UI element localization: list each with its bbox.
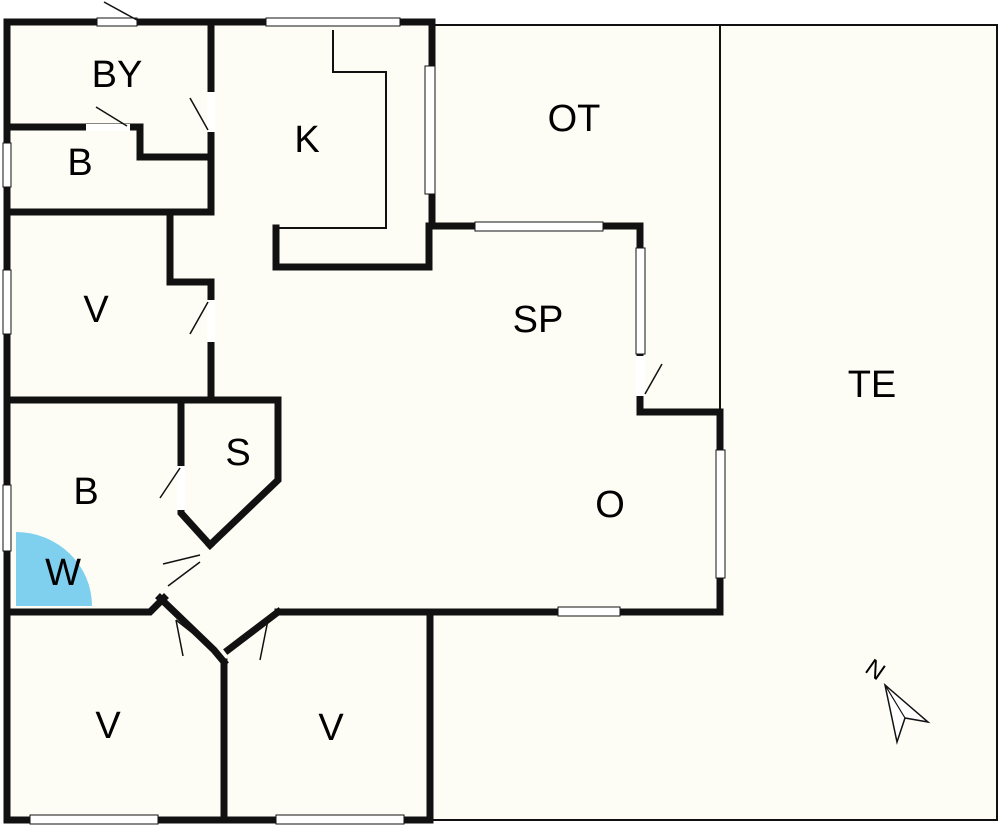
room-label-v-upper: V <box>83 289 109 331</box>
door-opening <box>207 300 215 342</box>
room-label-s: S <box>225 432 250 474</box>
room-label-te: TE <box>848 364 897 406</box>
room-label-ot: OT <box>548 98 601 140</box>
room-label-w: W <box>45 552 81 594</box>
north-arrow-icon <box>883 682 931 745</box>
room-label-o: O <box>595 484 625 526</box>
room-label-v-bottom-mid: V <box>318 707 344 749</box>
room-label-sp: SP <box>513 299 564 341</box>
terrace-outlines <box>430 24 998 821</box>
door-opening <box>86 124 130 131</box>
room-label-b-small: B <box>67 142 92 184</box>
room-label-k: K <box>294 119 319 161</box>
room-labels: BY B K OT V SP TE S B O W V V <box>45 54 896 749</box>
terrace-lower-floor <box>430 612 720 820</box>
floor-areas <box>7 25 997 820</box>
door-opening <box>177 466 185 510</box>
room-label-v-bottom-left: V <box>95 705 121 747</box>
kitchen-counter <box>276 30 387 229</box>
windows <box>2 17 726 825</box>
door-opening <box>636 356 645 396</box>
doors <box>86 1 663 661</box>
terrace-te-floor <box>720 25 997 820</box>
whirlpool-shape <box>16 532 92 606</box>
room-label-by: BY <box>92 54 143 96</box>
terrace-ot-floor <box>432 25 720 410</box>
door-opening <box>207 92 215 132</box>
room-label-b-lower: B <box>73 471 98 513</box>
